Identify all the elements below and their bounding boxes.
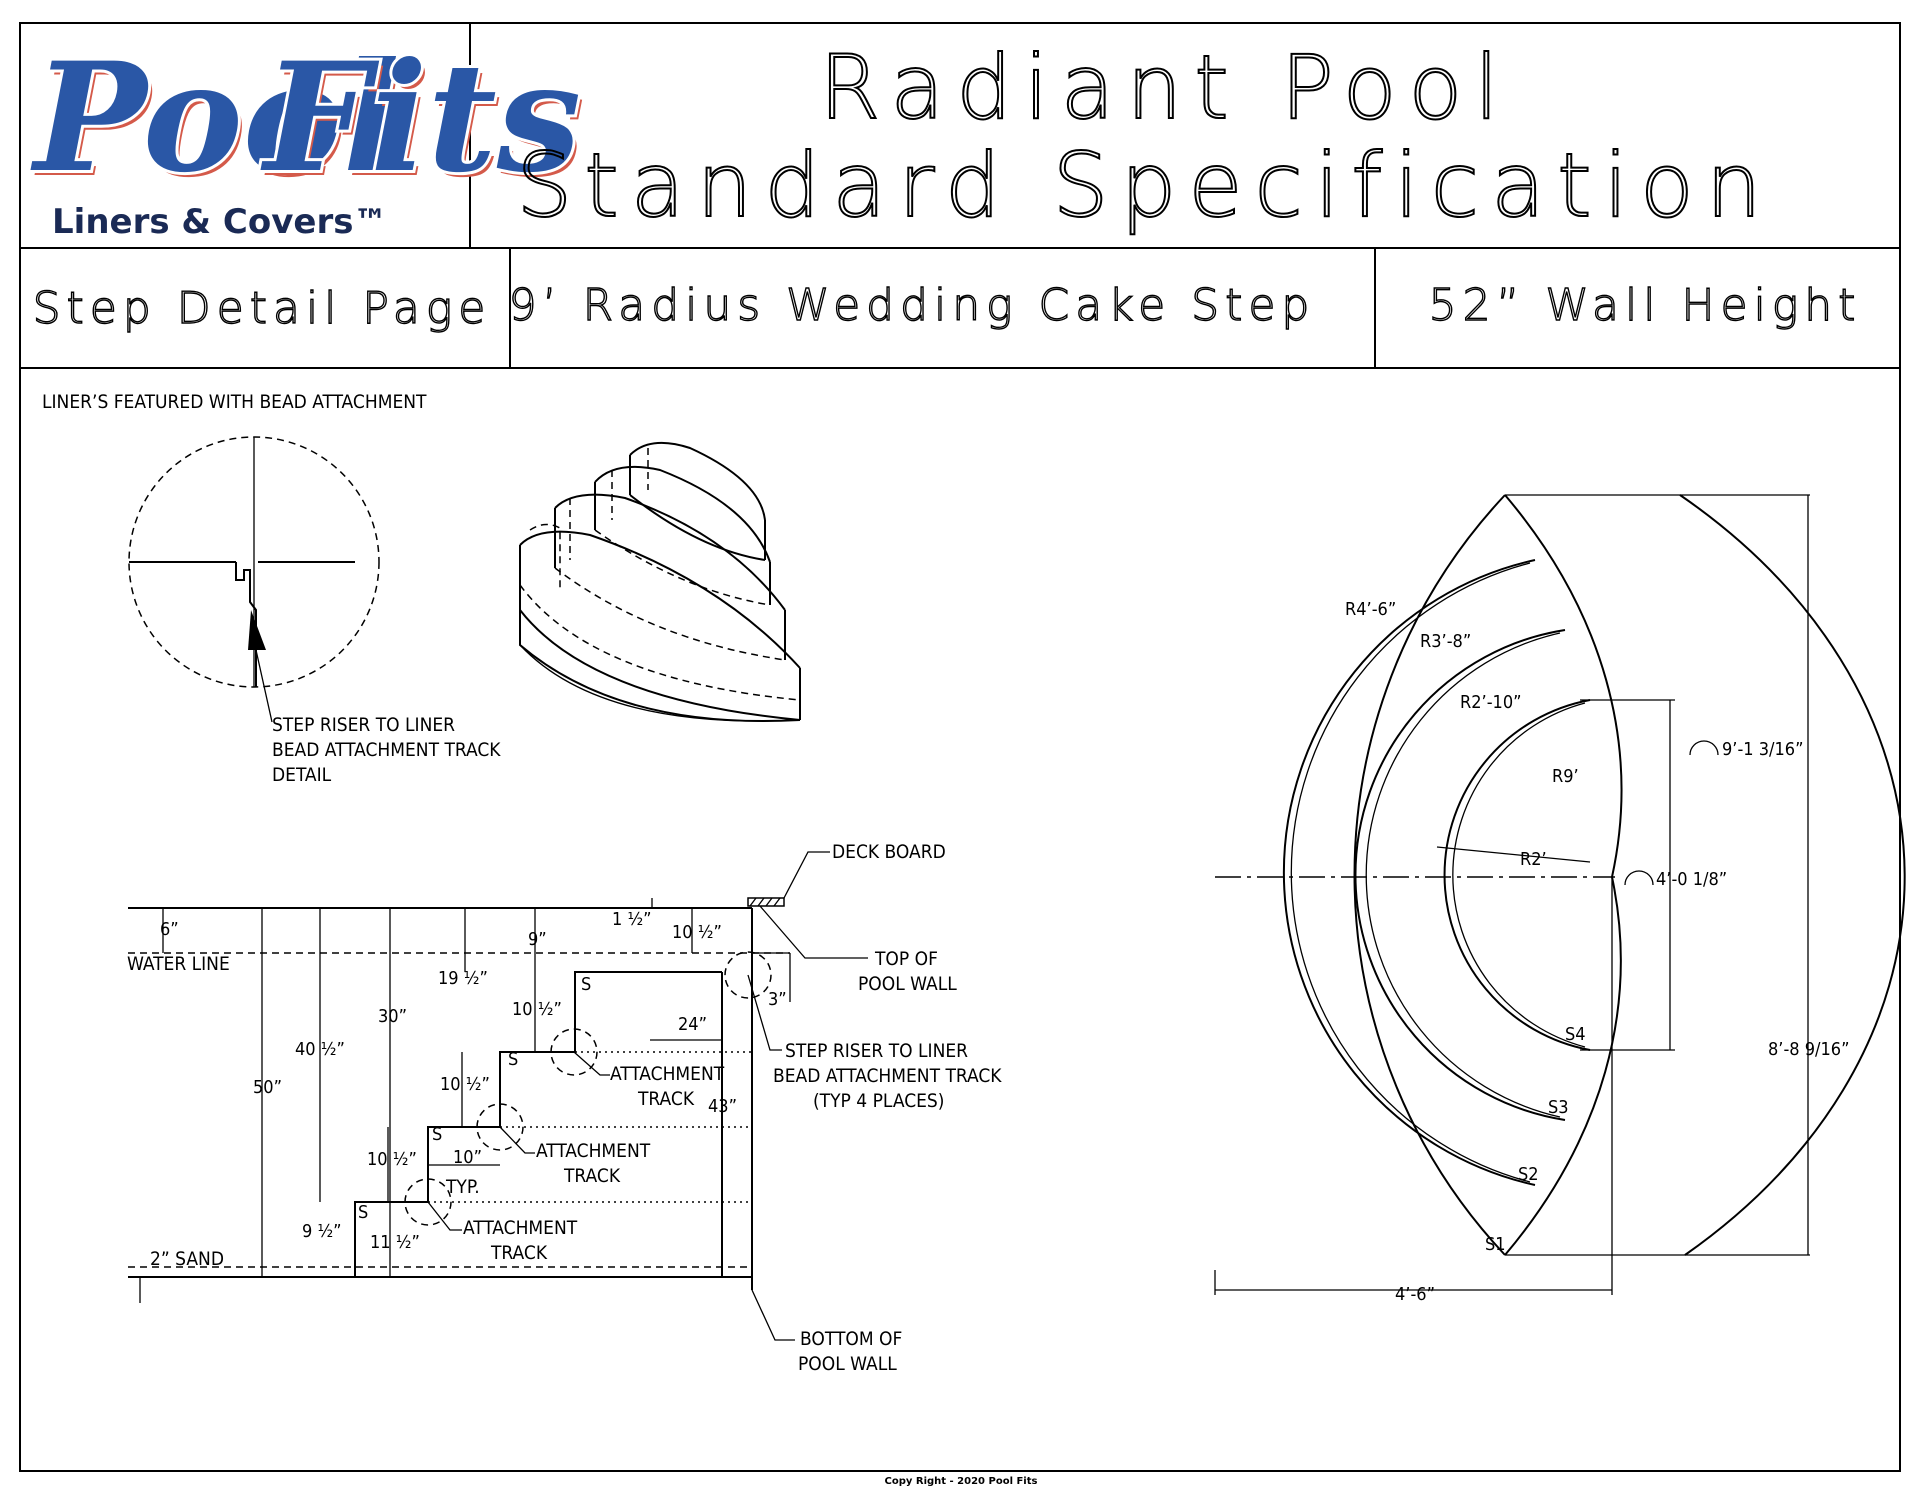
radius-r2: R3’-8”: [1420, 631, 1471, 652]
logo-word-2: Fits: [260, 30, 581, 206]
attach-label-1: ATTACHMENT: [610, 1063, 725, 1085]
dim-3: 3”: [768, 989, 787, 1010]
radius-r4: R2’: [1520, 849, 1547, 870]
step-label-s3: S3: [1548, 1097, 1569, 1118]
logo-word-shadow-2: Fits: [264, 35, 585, 211]
radius-r3: R2’-10”: [1460, 692, 1522, 713]
dim-40-half: 40 ½”: [295, 1039, 345, 1060]
title-block: [19, 22, 1901, 1472]
dim-10: 10”: [453, 1147, 482, 1168]
dim-50: 50”: [253, 1077, 282, 1098]
riser-label-1: STEP RISER TO LINER: [785, 1040, 968, 1062]
bottom-wall-label-2: POOL WALL: [798, 1353, 897, 1375]
detail-label-1: STEP RISER TO LINER: [272, 714, 455, 736]
pool-fits-logo: Pool Pool Fits Fits Liners & Covers™: [27, 27, 585, 242]
sand-label: 2” SAND: [150, 1248, 224, 1270]
dim-19-half: 19 ½”: [438, 968, 488, 989]
step-label-s1: S1: [1485, 1234, 1506, 1255]
top-wall-label-1: TOP OF: [874, 948, 938, 970]
track-label-2: TRACK: [563, 1165, 621, 1187]
isometric-step: [519, 441, 801, 723]
typ-label: TYP.: [445, 1176, 480, 1198]
plan-view: R4’-6” R3’-8” R2’-10” R2’ R9’ 9’-1 3/16”…: [1214, 494, 1906, 1305]
dim-10-half-b: 10 ½”: [440, 1074, 490, 1095]
deck-board-label: DECK BOARD: [832, 841, 946, 863]
cell-step: 9’ Radius Wedding Cake Step: [509, 280, 1316, 331]
step-s-4: S: [358, 1202, 368, 1223]
plan-height: 8’-8 9/16”: [1768, 1039, 1849, 1060]
detail-label-3: DETAIL: [272, 764, 332, 786]
attach-label-3: ATTACHMENT: [463, 1217, 578, 1239]
logo-tagline: Liners & Covers™: [52, 202, 387, 242]
dim-30: 30”: [378, 1006, 407, 1027]
dim-10-half-a: 10 ½”: [512, 999, 562, 1020]
bead-detail-circle: STEP RISER TO LINER BEAD ATTACHMENT TRAC…: [128, 436, 501, 786]
detail-label-2: BEAD ATTACHMENT TRACK: [272, 739, 501, 761]
riser-label-3: (TYP 4 PLACES): [813, 1090, 944, 1112]
plan-width: 4’-6”: [1395, 1284, 1435, 1305]
arc-length-1: 9’-1 3/16”: [1722, 739, 1803, 760]
dim-10-half-top: 10 ½”: [672, 922, 722, 943]
dim-9: 9”: [528, 929, 547, 950]
step-s-2: S: [508, 1049, 518, 1070]
dim-11-half: 11 ½”: [370, 1232, 420, 1253]
track-label-3: TRACK: [490, 1242, 548, 1264]
bottom-wall-label-1: BOTTOM OF: [800, 1328, 902, 1350]
dim-24: 24”: [678, 1014, 707, 1035]
radius-r1: R4’-6”: [1345, 599, 1396, 620]
dim-43: 43”: [708, 1096, 737, 1117]
logo-word-shadow-1: Pool: [34, 35, 404, 211]
step-label-s2: S2: [1518, 1164, 1539, 1185]
logo-word-1: Pool: [30, 30, 400, 206]
top-wall-label-2: POOL WALL: [858, 973, 957, 995]
cell-page: Step Detail Page: [33, 283, 492, 334]
step-label-s4: S4: [1565, 1024, 1586, 1045]
riser-label-2: BEAD ATTACHMENT TRACK: [773, 1065, 1002, 1087]
cross-section: DECK BOARD WATER LINE 2” SAND TOP OF POO…: [127, 841, 1002, 1375]
dim-10-half-c: 10 ½”: [367, 1149, 417, 1170]
dim-9-half: 9 ½”: [302, 1221, 342, 1242]
title-line-2: Standard Specification: [516, 134, 1773, 237]
attach-label-2: ATTACHMENT: [536, 1140, 651, 1162]
dim-6: 6”: [160, 919, 179, 940]
water-line-label: WATER LINE: [127, 953, 230, 975]
cell-wall: 52” Wall Height: [1429, 280, 1862, 331]
bead-note: LINER’S FEATURED WITH BEAD ATTACHMENT: [42, 391, 427, 413]
dim-1-half: 1 ½”: [612, 909, 652, 930]
step-s-3: S: [432, 1124, 442, 1145]
title-line-1: Radiant Pool: [819, 36, 1511, 139]
radius-r9: R9’: [1552, 766, 1579, 787]
step-s-1: S: [581, 974, 591, 995]
track-label-1: TRACK: [637, 1088, 695, 1110]
copyright: Copy Right - 2020 Pool Fits: [885, 1476, 1038, 1486]
arc-length-2: 4’-0 1/8”: [1656, 869, 1727, 890]
